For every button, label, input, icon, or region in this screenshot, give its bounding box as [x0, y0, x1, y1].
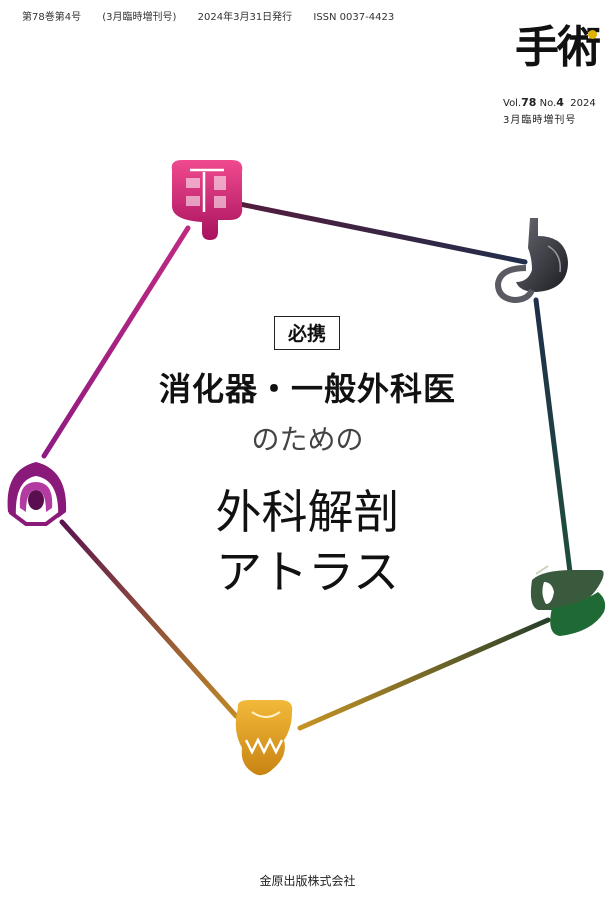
logo-dot: [588, 30, 597, 39]
connector-line: [217, 197, 528, 265]
main-title-line1: 外科解剖: [215, 485, 400, 539]
connector-line: [297, 617, 551, 731]
tag-label: 必携: [274, 316, 340, 350]
header-line: 第78巻第4号 (3月臨時増刊号) 2024年3月31日発行 ISSN 0037…: [22, 8, 412, 23]
connector-line: [533, 297, 573, 575]
issue-date: 2024年3月31日発行: [197, 12, 293, 23]
subtitle: 消化器・一般外科医: [158, 370, 456, 408]
connector-line: [41, 225, 191, 459]
colon-icon: [171, 160, 243, 240]
title-connector: のための: [251, 423, 364, 456]
pancreas-icon: [235, 700, 293, 776]
special-issue-label: 3月臨時増刊号: [503, 115, 577, 126]
publisher: 金原出版株式会社: [259, 874, 356, 888]
liver-icon: [530, 565, 606, 636]
volume-number: Vol.78 No.4 2024: [503, 96, 596, 109]
journal-logo: 手術: [515, 22, 601, 73]
main-title-line2: アトラス: [215, 545, 400, 599]
issn: ISSN 0037-4423: [313, 12, 395, 23]
special-note: (3月臨時増刊号): [102, 12, 177, 23]
esophagus-icon: [7, 462, 67, 526]
volume-issue: 第78巻第4号: [22, 12, 82, 23]
connector-line: [59, 519, 239, 719]
stomach-icon: [494, 218, 568, 304]
